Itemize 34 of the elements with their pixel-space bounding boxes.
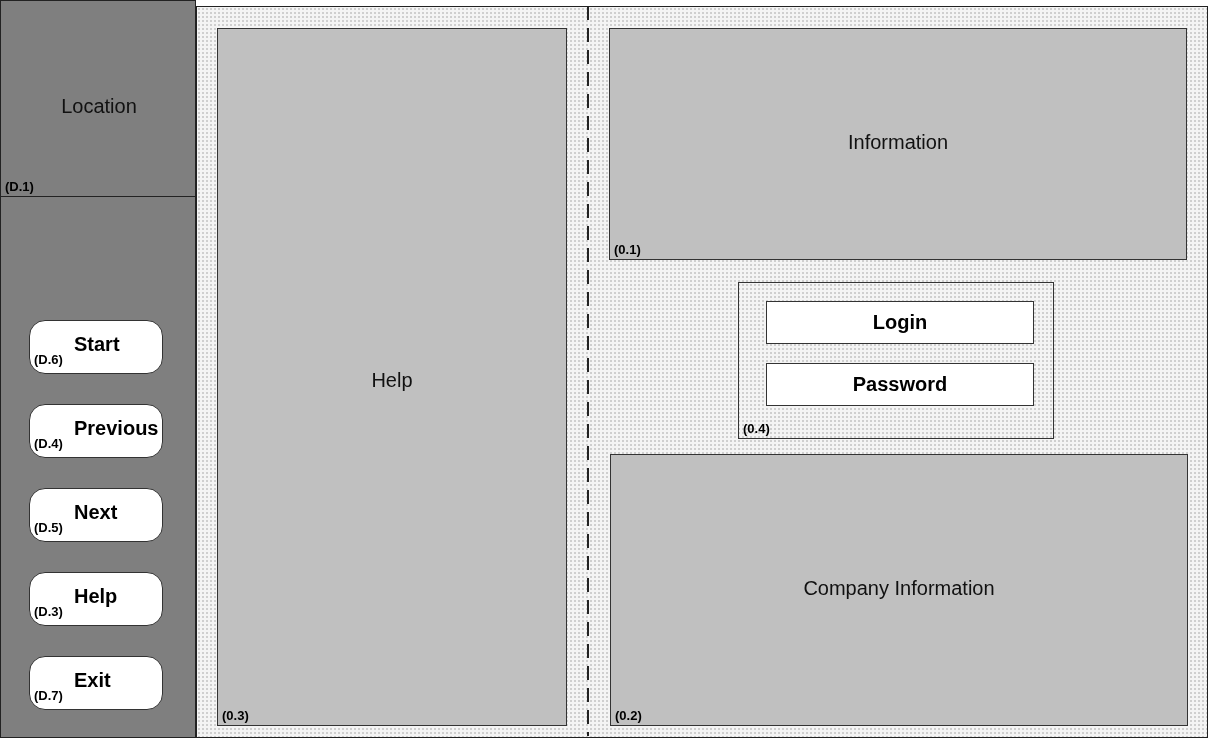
help-panel [217,28,567,726]
button-label: Next [74,501,118,524]
information-panel [609,28,1187,260]
reference-code: (0.4) [743,421,770,436]
reference-code: (D.7) [34,688,63,703]
field-label: Login [871,311,929,334]
help-button [29,572,163,626]
reference-code: (0.2) [615,708,642,723]
login-field [766,301,1034,344]
panel-title: Help [370,369,414,392]
content-area [196,6,1208,738]
reference-code: (D.3) [34,604,63,619]
next-button [29,488,163,542]
password-field [766,363,1034,406]
button-label: Previous [74,417,159,440]
panel-title: Information [846,131,950,154]
button-label: Help [74,585,118,608]
field-label: Password [851,373,949,396]
panel-title: Location [60,95,138,118]
start-button [29,320,163,374]
sidebar-panel [0,0,196,738]
button-label: Exit [74,669,111,692]
reference-code: (D.6) [34,352,63,367]
company-information-panel [610,454,1188,726]
reference-code: (D.4) [34,436,63,451]
reference-code: (0.1) [614,242,641,257]
reference-code: (D.5) [34,520,63,535]
panel-title: Company Information [802,577,996,600]
reference-code: (0.3) [222,708,249,723]
login-group [738,282,1054,439]
previous-button [29,404,163,458]
exit-button [29,656,163,710]
button-label: Start [74,333,120,356]
reference-code: (D.1) [5,179,34,194]
